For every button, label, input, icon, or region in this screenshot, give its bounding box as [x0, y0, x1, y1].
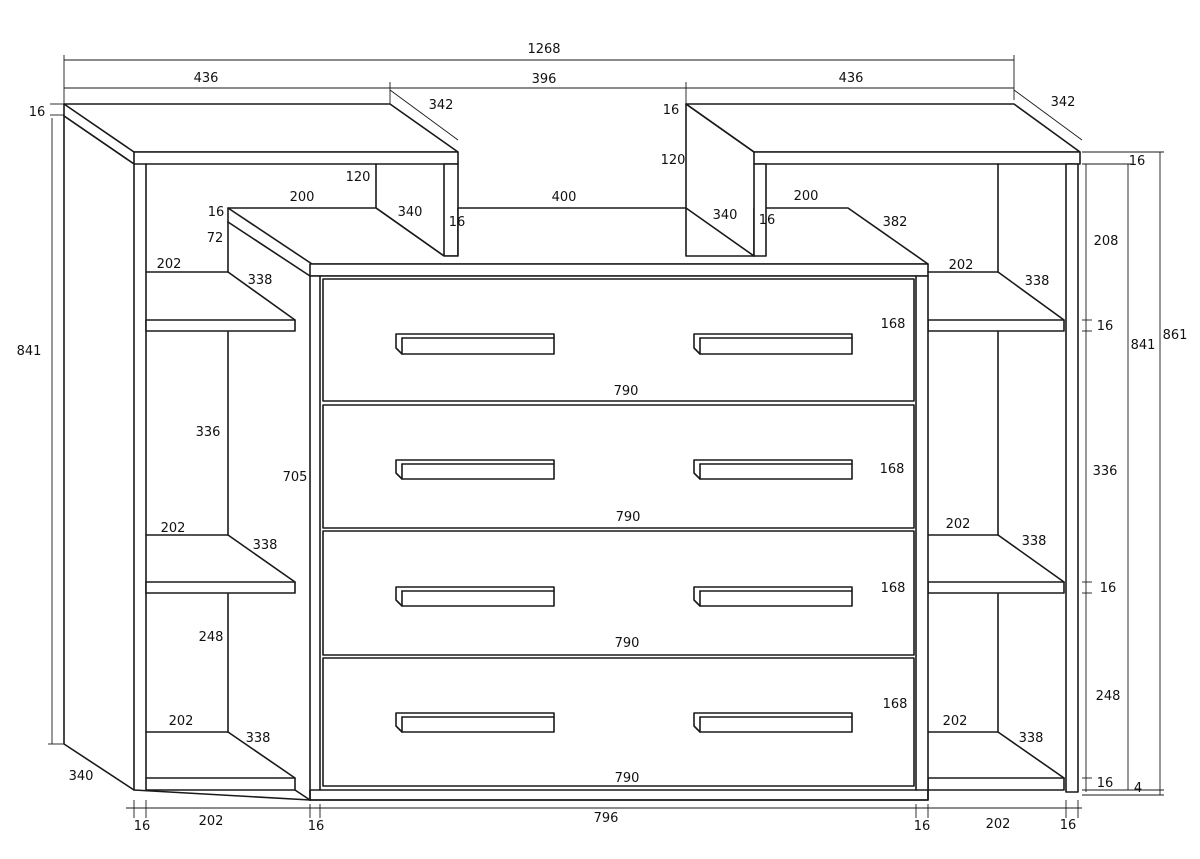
- dim-bottom-left-opening: 202: [199, 814, 224, 829]
- dim-shelf-right-3-width: 202: [943, 714, 968, 729]
- dim-drawer-section-height: 705: [283, 470, 308, 485]
- drawer-handles: [395, 333, 853, 733]
- dim-mid-top-thickness: 16: [208, 205, 225, 220]
- dim-top-right-thickness: 16: [663, 103, 680, 118]
- dim-left-gap-upper: 336: [196, 425, 221, 440]
- top-dimension-lines: [48, 55, 1083, 745]
- dim-drawer-2-width: 790: [616, 510, 641, 525]
- dim-top-middle-width: 396: [532, 72, 557, 87]
- dim-right-top-thickness: 16: [1129, 154, 1146, 169]
- dim-shelf-left-1-width: 202: [157, 257, 182, 272]
- dim-shelf-left-2-depth: 338: [253, 538, 278, 553]
- dim-overall-width: 1268: [527, 42, 560, 57]
- dim-bottom-right-side: 16: [1060, 818, 1077, 833]
- handle-icon: [395, 712, 555, 733]
- dim-upper-left-panel-height: 120: [346, 170, 371, 185]
- dim-mid-top-depth: 382: [883, 215, 908, 230]
- dim-shelf-right-3-depth: 338: [1019, 731, 1044, 746]
- dim-bottom-left-side: 16: [134, 819, 151, 834]
- dim-drawer-4-width: 790: [615, 771, 640, 786]
- dim-shelf-right-2-width: 202: [946, 517, 971, 532]
- handle-icon: [395, 459, 555, 480]
- dim-mid-top-center-width: 400: [552, 190, 577, 205]
- dim-top-left-thickness: 16: [29, 105, 46, 120]
- dim-total-height: 861: [1163, 328, 1188, 343]
- handle-icon: [395, 333, 555, 355]
- dimension-labels: 1268 436 396 436 342 342 16 16 120 120 3…: [17, 42, 1188, 834]
- dim-upper-left-panel-thickness: 16: [449, 215, 466, 230]
- dim-drawer-2-height: 168: [880, 462, 905, 477]
- dim-upper-right-panel-thickness: 16: [759, 213, 776, 228]
- dim-drawer-3-height: 168: [881, 581, 906, 596]
- dim-bottom-left-partition: 16: [308, 819, 325, 834]
- dim-right-side-height: 841: [1131, 338, 1156, 353]
- dim-bottom-right-partition: 16: [914, 819, 931, 834]
- handle-icon: [693, 586, 853, 607]
- dim-right-shelf-3-thickness: 16: [1097, 776, 1114, 791]
- dim-drawer-3-width: 790: [615, 636, 640, 651]
- dim-top-right-width: 436: [839, 71, 864, 86]
- left-tower: [63, 103, 459, 801]
- dim-left-gap-lower: 248: [199, 630, 224, 645]
- dim-right-shelf-2-thickness: 16: [1100, 581, 1117, 596]
- handle-icon: [395, 586, 555, 607]
- dim-top-left-depth: 342: [429, 98, 454, 113]
- dim-mid-top-right-width: 200: [794, 189, 819, 204]
- dim-right-gap-middle: 336: [1093, 464, 1118, 479]
- handle-icon: [693, 712, 853, 733]
- dim-drawer-4-height: 168: [883, 697, 908, 712]
- dim-shelf-right-1-depth: 338: [1025, 274, 1050, 289]
- middle-top: [227, 207, 929, 277]
- dim-shelf-left-2-width: 202: [161, 521, 186, 536]
- dim-shelf-right-2-depth: 338: [1022, 534, 1047, 549]
- dim-upper-right-panel-depth: 340: [713, 208, 738, 223]
- bottom-dimension-lines: [126, 800, 1082, 818]
- dim-shelf-right-1-width: 202: [949, 258, 974, 273]
- dim-bottom-right-opening: 202: [986, 817, 1011, 832]
- dim-drawer-1-height: 168: [881, 317, 906, 332]
- dim-upper-right-panel-height: 120: [661, 153, 686, 168]
- dim-shelf-left-1-depth: 338: [248, 273, 273, 288]
- dim-right-shelf-1-thickness: 16: [1097, 319, 1114, 334]
- dim-top-right-depth: 342: [1051, 95, 1076, 110]
- dim-mid-top-height: 72: [207, 231, 224, 246]
- dim-right-gap-bottom: 248: [1096, 689, 1121, 704]
- dim-drawer-1-width: 790: [614, 384, 639, 399]
- dim-mid-top-left-width: 200: [290, 190, 315, 205]
- dim-top-left-width: 436: [194, 71, 219, 86]
- dim-left-side-depth: 340: [69, 769, 94, 784]
- dim-plinth-height: 4: [1134, 781, 1142, 796]
- dim-shelf-left-3-width: 202: [169, 714, 194, 729]
- dim-bottom-center-width: 796: [594, 811, 619, 826]
- dim-right-gap-top: 208: [1094, 234, 1119, 249]
- right-dimension-lines: [1082, 151, 1164, 796]
- dim-upper-left-panel-depth: 340: [398, 205, 423, 220]
- dim-shelf-left-3-depth: 338: [246, 731, 271, 746]
- handle-icon: [693, 459, 853, 480]
- handle-icon: [693, 333, 853, 355]
- dim-left-total-height: 841: [17, 344, 42, 359]
